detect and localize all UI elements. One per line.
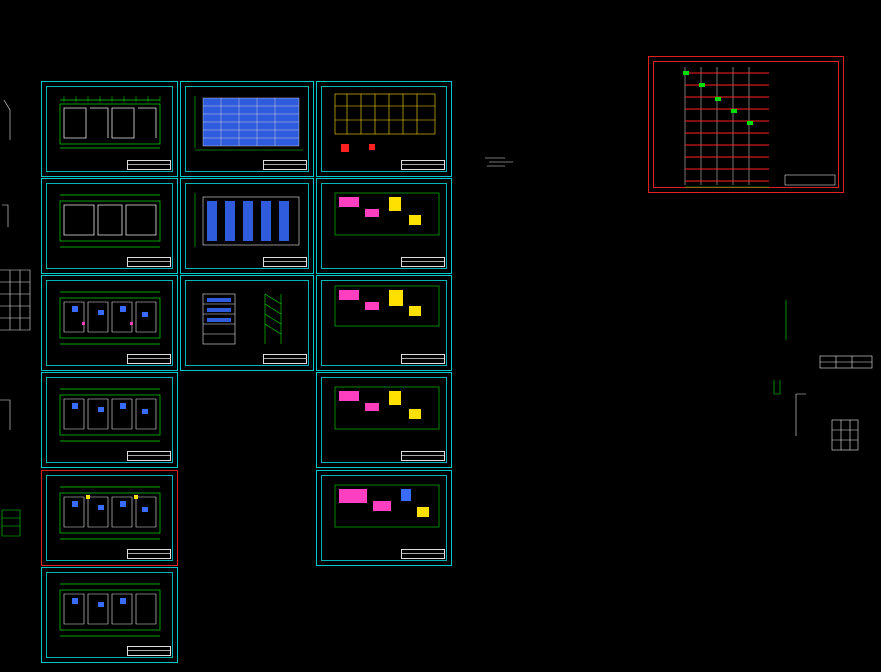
drawing-sheet-2-2[interactable] [180, 178, 314, 274]
floor-plan-lines [59, 194, 161, 248]
elevation-drawing [194, 193, 300, 247]
drawing-sheet-3-2[interactable] [316, 178, 452, 274]
cad-annotation-fragment [485, 157, 513, 167]
structural-plan [334, 484, 440, 528]
drawing-sheet-3-3[interactable] [316, 275, 452, 371]
drawing-sheet-2-1[interactable] [180, 81, 314, 177]
foundation-plan [334, 93, 436, 152]
drawing-sheet-2-3[interactable] [180, 275, 314, 371]
drawing-sheet-3-1[interactable] [316, 81, 452, 177]
drawing-sheet-3-4[interactable] [316, 372, 452, 468]
structural-plan [334, 386, 440, 430]
left-edge-drawing-fragment [0, 99, 31, 537]
drawing-sheet-1-6[interactable] [41, 567, 178, 663]
floor-plan-furnished [59, 291, 161, 345]
drawing-sheet-1-2[interactable] [41, 178, 178, 274]
drawing-sheet-1-3[interactable] [41, 275, 178, 371]
floor-plan-lines [59, 96, 161, 149]
drawing-sheet-1-5-selected[interactable] [41, 470, 178, 566]
drawing-sheet-1-4[interactable] [41, 372, 178, 468]
drawing-sheet-3-5[interactable] [316, 470, 452, 566]
floor-plan-furnished [59, 486, 161, 540]
structural-plan [334, 285, 440, 327]
drawing-sheet-1-1[interactable] [41, 81, 178, 177]
floor-plan-furnished [59, 388, 161, 442]
right-detail-fragments [773, 300, 873, 451]
section-drawing [202, 293, 282, 345]
drawing-sheet-frame-selected[interactable] [648, 56, 844, 193]
frame-grid-drawing [683, 67, 836, 188]
floor-plan-top [59, 583, 161, 637]
structural-plan [334, 192, 440, 236]
elevation-drawing [194, 96, 303, 151]
